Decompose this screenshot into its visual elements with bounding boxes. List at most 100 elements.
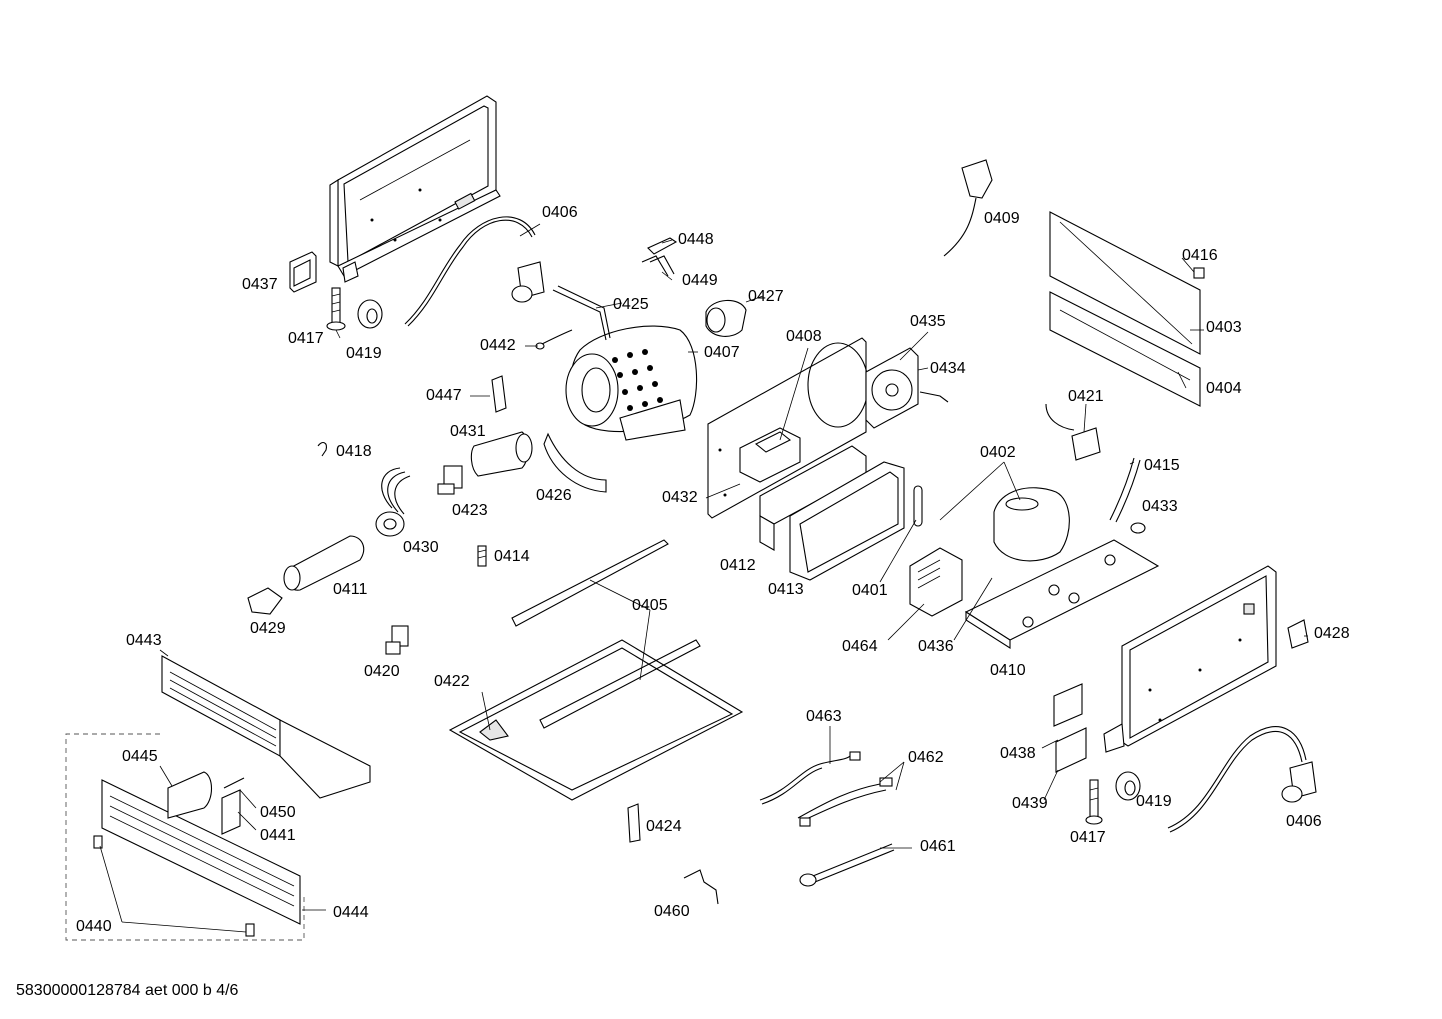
label-0426: 0426	[536, 487, 572, 504]
cable-0461	[799, 843, 895, 887]
label-0449: 0449	[682, 272, 718, 289]
dryer-0401	[913, 485, 923, 527]
label-0417-right: 0417	[1070, 829, 1106, 846]
capacitor-0431	[470, 431, 533, 477]
label-0462: 0462	[908, 749, 944, 766]
pin-0450	[223, 777, 245, 789]
label-0430: 0430	[403, 539, 439, 556]
sensor-cable-0406-right	[1167, 726, 1317, 833]
mounting-plate-left	[329, 95, 501, 283]
label-0402: 0402	[980, 444, 1016, 461]
panel-0403	[1049, 211, 1201, 355]
label-0406-right: 0406	[1286, 813, 1322, 830]
bracket-0425	[552, 285, 611, 341]
label-0419-left: 0419	[346, 345, 382, 362]
tray-frame-0422	[448, 639, 744, 801]
label-0422: 0422	[434, 673, 470, 690]
label-0423: 0423	[452, 502, 488, 519]
label-0421: 0421	[1068, 388, 1104, 405]
label-0434: 0434	[930, 360, 966, 377]
switch-0428	[1287, 619, 1309, 649]
label-0420: 0420	[364, 663, 400, 680]
label-0425: 0425	[613, 296, 649, 313]
mounting-plate-right	[1103, 565, 1277, 753]
rail-0405	[511, 539, 701, 729]
label-0419-right: 0419	[1136, 793, 1172, 810]
label-0427: 0427	[748, 288, 784, 305]
label-0431: 0431	[450, 423, 486, 440]
harness-0463	[759, 751, 861, 805]
grommet-0419-right	[1115, 771, 1141, 801]
label-0401: 0401	[852, 582, 888, 599]
base-plate-0410	[964, 539, 1160, 650]
label-0436: 0436	[918, 638, 954, 655]
label-0429: 0429	[250, 620, 286, 637]
label-0442: 0442	[480, 337, 516, 354]
label-0418: 0418	[336, 443, 372, 460]
bracket-0439	[1055, 727, 1087, 773]
label-0447: 0447	[426, 387, 462, 404]
label-0403: 0403	[1206, 319, 1242, 336]
bracket-0438	[1053, 683, 1083, 727]
spring-0414	[477, 545, 487, 567]
bracket-0447	[491, 375, 507, 413]
sensor-cable-0406-left	[404, 216, 545, 327]
label-0435: 0435	[910, 313, 946, 330]
label-0412: 0412	[720, 557, 756, 574]
relay-0421	[1045, 403, 1101, 461]
bracket-0437	[289, 251, 317, 293]
knob-0429	[247, 587, 283, 615]
clip-0424	[627, 803, 641, 843]
label-0410: 0410	[990, 662, 1026, 679]
bracket-0460	[683, 869, 719, 905]
guard-0426	[543, 432, 607, 493]
clip-0448	[647, 237, 678, 255]
duct-0445	[167, 771, 213, 819]
nut-0416	[1193, 267, 1205, 279]
label-0424: 0424	[646, 818, 682, 835]
label-0408: 0408	[786, 328, 822, 345]
cap-0433	[1130, 522, 1146, 534]
label-0411: 0411	[333, 581, 368, 598]
fan-0435	[865, 347, 949, 429]
label-0405: 0405	[632, 597, 668, 614]
label-0438: 0438	[1000, 745, 1036, 762]
grommet-0419-left	[357, 299, 383, 329]
label-0441: 0441	[260, 827, 296, 844]
pad-0440-a	[93, 835, 103, 849]
power-cord-0409	[943, 159, 993, 257]
grille-0443	[161, 655, 371, 799]
lamp-holder-0411	[283, 535, 365, 591]
harness-0430	[375, 467, 411, 537]
assembly-group-box	[65, 733, 305, 941]
label-0444: 0444	[333, 904, 369, 921]
label-0440: 0440	[76, 918, 112, 935]
label-0432: 0432	[662, 489, 698, 506]
label-0450: 0450	[260, 804, 296, 821]
label-0407: 0407	[704, 344, 740, 361]
label-0404: 0404	[1206, 380, 1242, 397]
label-0464: 0464	[842, 638, 878, 655]
label-0439: 0439	[1012, 795, 1048, 812]
label-0437: 0437	[242, 276, 278, 293]
clip-0449	[641, 255, 675, 277]
label-0413: 0413	[768, 581, 804, 598]
label-0445: 0445	[122, 748, 158, 765]
grille-0444	[101, 779, 301, 925]
document-id-footer: 58300000128784 aet 000 b 4/6	[16, 982, 239, 999]
label-0463: 0463	[806, 708, 842, 725]
hose-0415	[1109, 457, 1141, 523]
label-0409: 0409	[984, 210, 1020, 227]
fan-housing-0407	[565, 325, 698, 441]
label-0448: 0448	[678, 231, 714, 248]
label-0415: 0415	[1144, 457, 1180, 474]
label-0417-left: 0417	[288, 330, 324, 347]
screw-0417-right	[1085, 779, 1103, 825]
cap-0427	[705, 299, 747, 337]
sensor-0442	[535, 329, 573, 350]
label-0428: 0428	[1314, 625, 1350, 642]
label-0416: 0416	[1182, 247, 1218, 264]
leader-lines	[99, 223, 1308, 933]
label-0461: 0461	[920, 838, 956, 855]
